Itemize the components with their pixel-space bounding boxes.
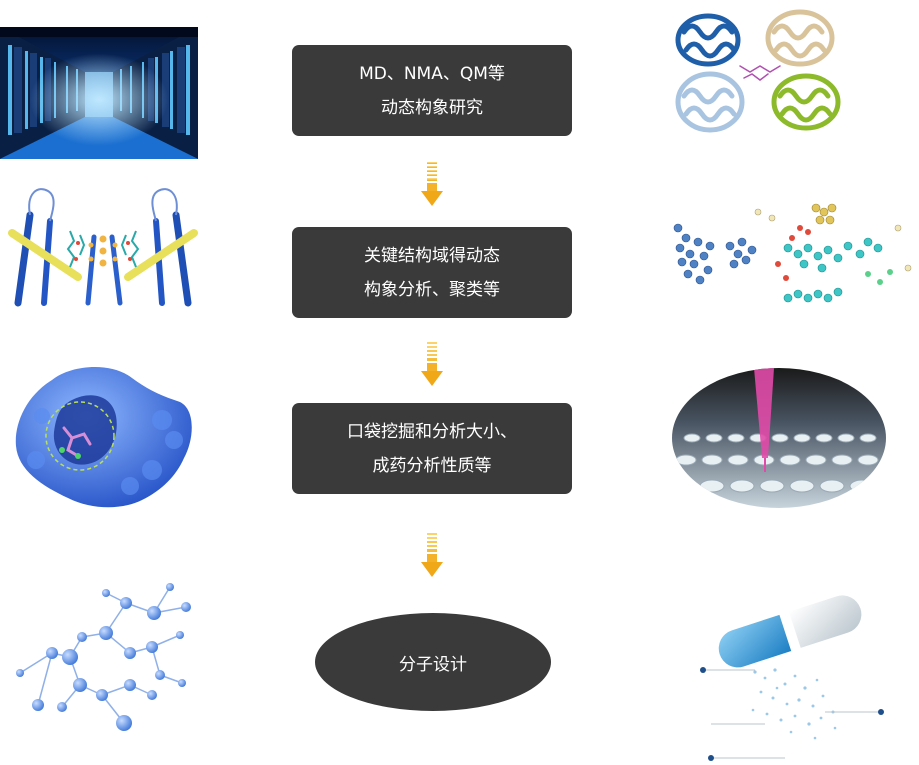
server-room-image	[0, 27, 198, 159]
step-1-line-2: 动态构象研究	[381, 97, 483, 118]
step-box-3: 口袋挖掘和分析大小、 成药分析性质等	[292, 403, 572, 494]
final-step-ellipse: 分子设计	[315, 613, 551, 711]
down-arrow-icon	[421, 533, 443, 577]
down-arrow-icon	[421, 162, 443, 206]
step-box-2: 关键结构域得动态 构象分析、聚类等	[292, 227, 572, 318]
molecule-network-image	[10, 575, 198, 735]
final-step-label: 分子设计	[399, 654, 467, 675]
protein-ribbon-image	[660, 2, 856, 142]
microplate-pipette-image	[672, 368, 886, 508]
down-arrow-icon	[421, 342, 443, 386]
protein-pocket-image	[12, 360, 198, 512]
step-1-line-1: MD、NMA、QM等	[359, 63, 505, 84]
step-2-line-2: 构象分析、聚类等	[364, 279, 500, 300]
capsule-image	[695, 592, 895, 762]
step-3-line-2: 成药分析性质等	[372, 455, 492, 476]
step-box-1: MD、NMA、QM等 动态构象研究	[292, 45, 572, 136]
ion-channel-image	[8, 185, 198, 307]
step-3-line-1: 口袋挖掘和分析大小、	[347, 421, 517, 442]
step-2-line-1: 关键结构域得动态	[364, 245, 500, 266]
cluster-scatter-image	[668, 198, 918, 308]
